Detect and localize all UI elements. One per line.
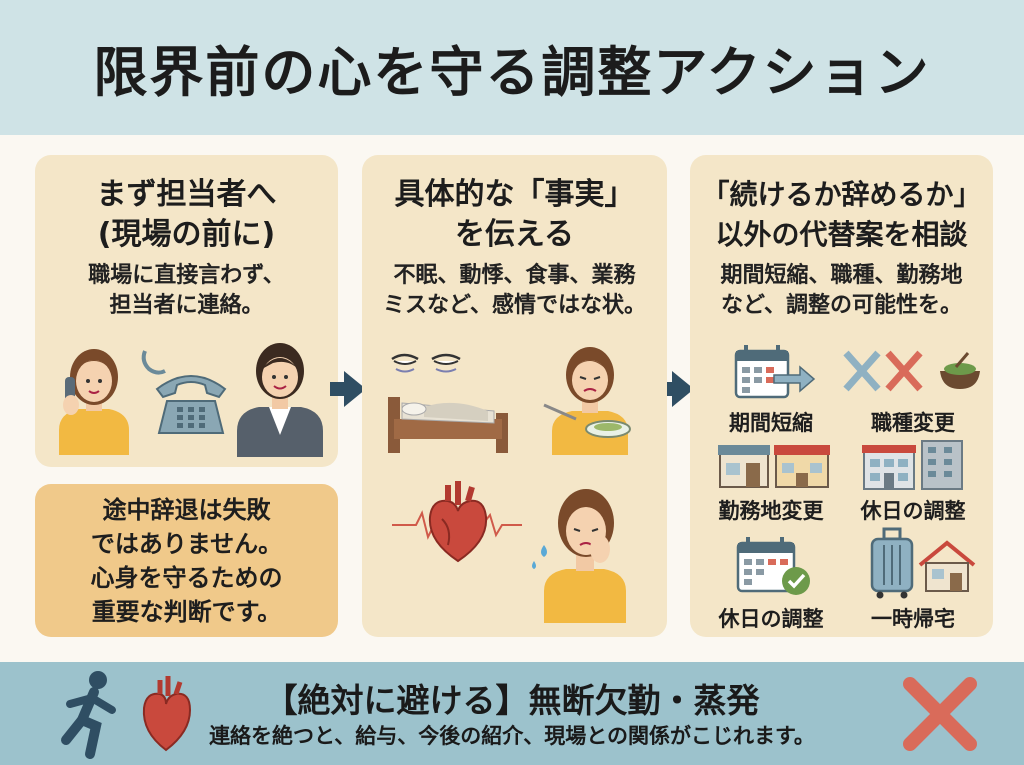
suitcase-icon [870, 527, 914, 599]
panel2-text-line2: ミスなど、感情ではな状。 [383, 293, 646, 318]
house-icon [918, 540, 976, 592]
panel2-text-line1: 不眠、動悸、食事、業務 [393, 263, 636, 288]
option-label-temporary-return-home: 一時帰宅 [871, 607, 955, 631]
food-bowl-icon [940, 352, 980, 389]
note-line4: 重要な判断です。 [91, 598, 282, 626]
header: 限界前の心を守る調整アクション [0, 0, 1024, 135]
panel3-text-line1: 期間短縮、職種、勤務地 [720, 263, 963, 288]
phone-waves-icon [141, 350, 166, 375]
heart-icon [392, 481, 522, 563]
option-label-change-workplace: 勤務地変更 [718, 499, 824, 523]
bed-icon [388, 397, 508, 453]
option-label-change-job-type: 職種変更 [871, 411, 955, 435]
option-label-shorten-period: 期間短縮 [729, 411, 813, 435]
note-line3: 心身を守るための [90, 564, 283, 592]
page-title: 限界前の心を守る調整アクション [93, 41, 931, 104]
note-line2: ではありません。 [90, 530, 283, 558]
staff-person-icon [237, 343, 323, 457]
panel1-text-line2: 担当者に連絡。 [109, 293, 264, 318]
crying-person-icon [532, 489, 626, 623]
footer-text: 連絡を絶つと、給与、今後の紹介、現場との関係がこじれます。 [209, 724, 815, 748]
footer-warning: 【絶対に避ける】無断欠勤・蒸発 連絡を絶つと、給与、今後の紹介、現場との関係がこ… [0, 662, 1024, 765]
option-label-adjust-holidays: 休日の調整 [860, 499, 966, 523]
tired-eyes-icon [391, 353, 461, 373]
option-label-adjust-holidays-2: 休日の調整 [718, 607, 824, 631]
panel3-heading-line1: 「続けるか辞めるか」 [701, 178, 982, 211]
panel-convey-facts: 具体的な「事実」 を伝える 不眠、動悸、食事、業務 ミスなど、感情ではな状。 [362, 155, 667, 637]
calendar-arrow-icon [734, 345, 816, 399]
panel1-text-line1: 職場に直接言わず、 [88, 263, 285, 288]
panel1-heading-line1: まず担当者へ [96, 177, 277, 212]
running-person-icon [61, 671, 116, 759]
panel3-heading-line2: 以外の代替案を相談 [715, 218, 968, 251]
crossed-arrows-icon [843, 350, 923, 392]
phone-call-person-icon [59, 349, 129, 455]
panel2-heading-line1: 具体的な「事実」 [394, 177, 635, 212]
calendar-check-icon [736, 537, 810, 595]
panel2-heading-line2: を伝える [454, 217, 575, 252]
person-not-eating-icon [543, 347, 631, 455]
panel-not-failure-note: 途中辞退は失敗 ではありません。 心身を守るための 重要な判断です。 [35, 484, 338, 637]
panel3-text-line2: など、調整の可能性を。 [721, 293, 962, 318]
arrow-right-icon [330, 371, 366, 407]
shop-icon [718, 445, 830, 488]
panel-alternatives: 「続けるか辞めるか」 以外の代替案を相談 期間短縮、職種、勤務地 など、調整の可… [690, 155, 993, 637]
building-icon [862, 440, 963, 490]
footer-title: 【絶対に避ける】無断欠勤・蒸発 [264, 681, 760, 720]
heart-icon [142, 676, 192, 752]
note-line1: 途中辞退は失敗 [102, 496, 271, 524]
cross-mark-icon [903, 677, 977, 751]
panel-contact-first: まず担当者へ (現場の前に) 職場に直接言わず、 担当者に連絡。 [35, 155, 338, 467]
telephone-icon [155, 375, 227, 434]
panel1-heading-line2: (現場の前に) [97, 217, 276, 252]
